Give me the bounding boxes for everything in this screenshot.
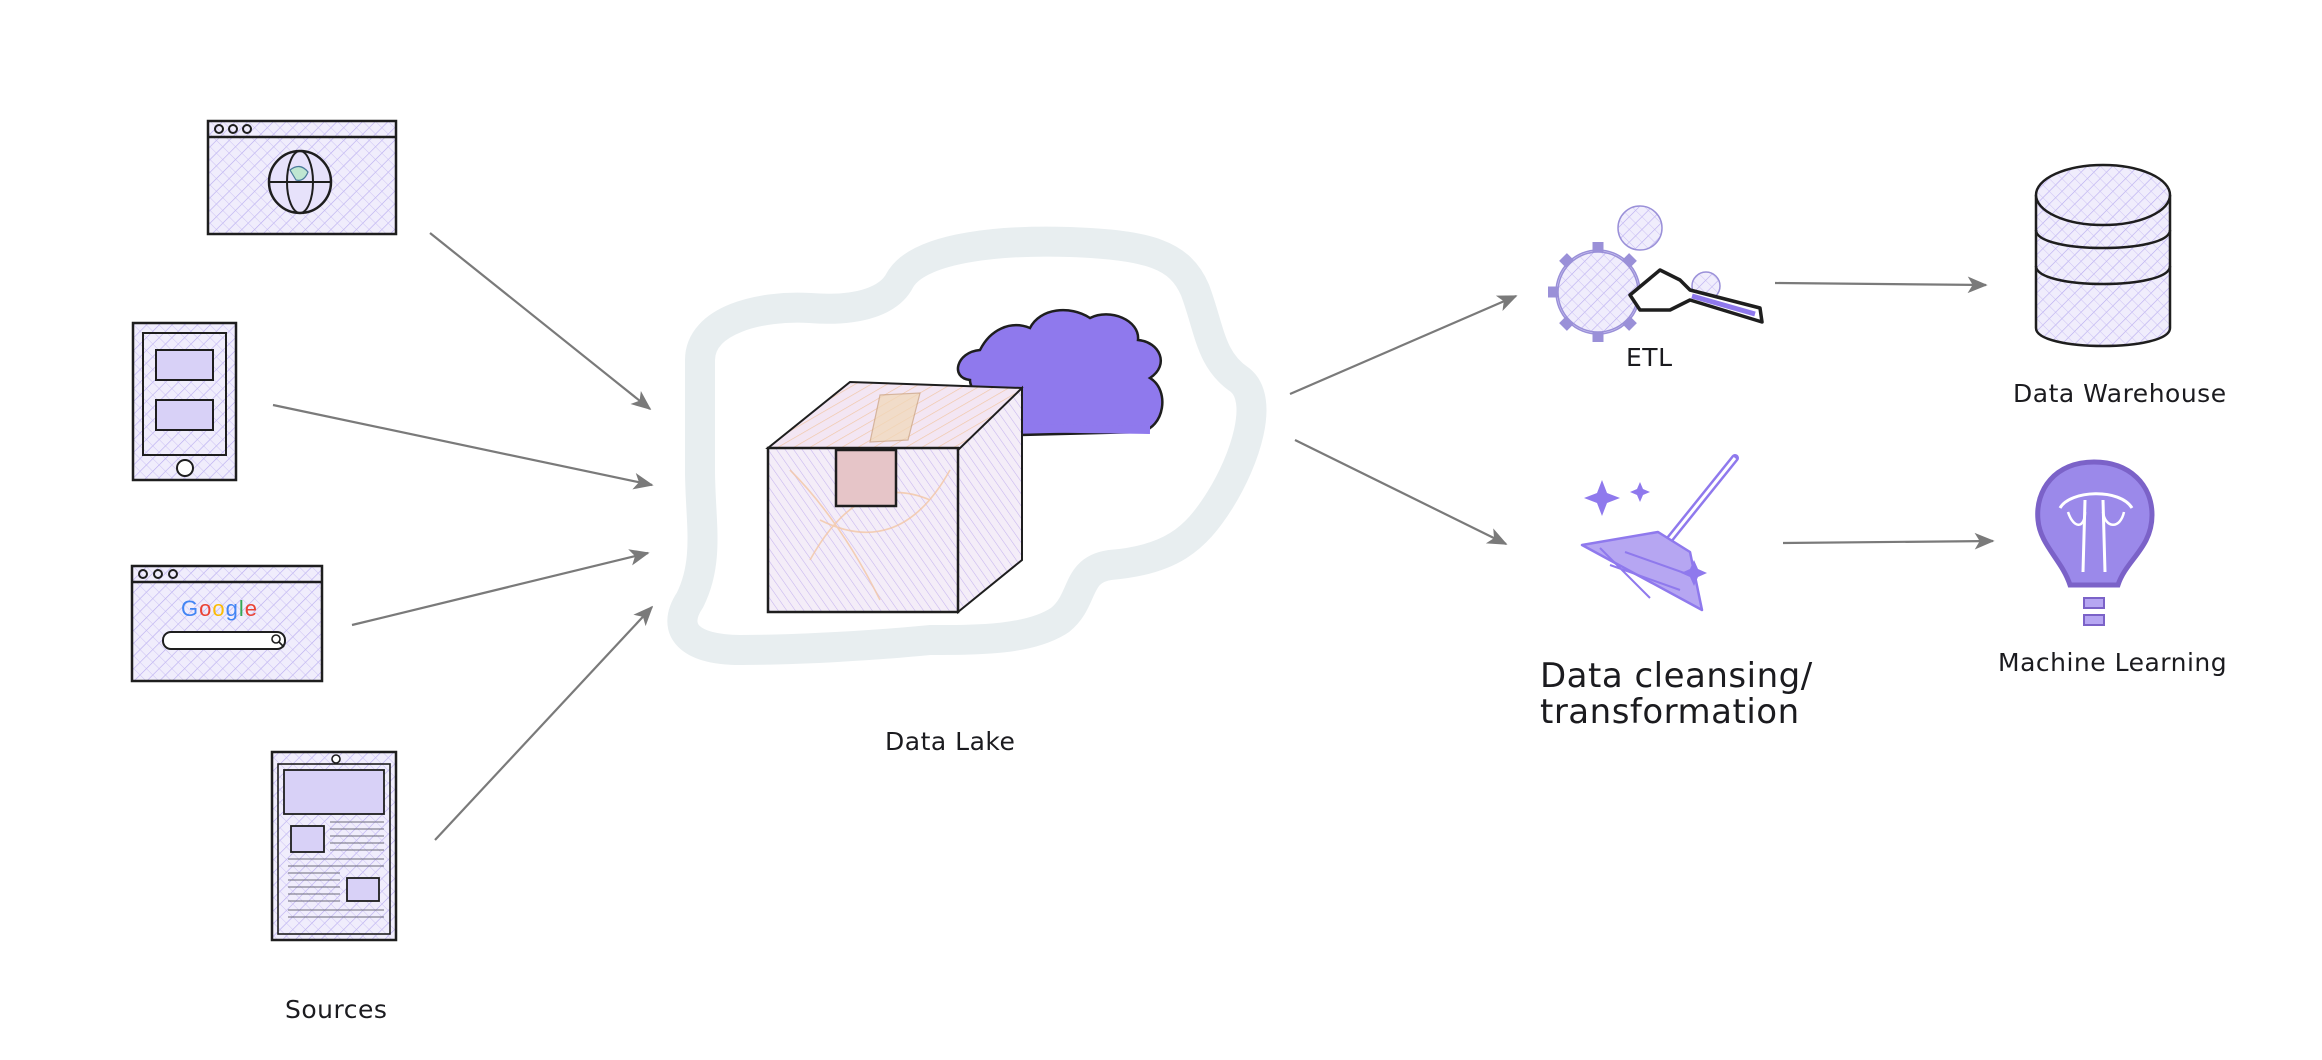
arrow-source-3 <box>351 549 650 627</box>
lake-arrows <box>1289 294 1518 545</box>
mobile-phone-icon <box>131 321 238 482</box>
label-data-warehouse: Data Warehouse <box>2013 379 2227 408</box>
arrow-source-2 <box>272 403 654 490</box>
google-logo-letter: e <box>244 596 259 621</box>
lightbulb-icon <box>2035 459 2155 626</box>
label-cleansing-line1: Data cleansing/ <box>1540 656 1813 696</box>
google-logo-letter: G <box>181 596 200 621</box>
arrow-source-1 <box>429 232 652 411</box>
gears-wrench-icon <box>1548 205 1764 342</box>
label-machine-learning: Machine Learning <box>1998 648 2228 677</box>
label-data-cleansing: Data cleansing/ transformation <box>1540 656 1813 732</box>
arrow-etl-to-warehouse <box>1774 276 1988 294</box>
arrow-lake-to-cleansing <box>1294 439 1508 545</box>
google-logo-letter: l <box>238 596 245 621</box>
database-cylinder-icon <box>2034 163 2172 348</box>
google-logo-letter: o <box>212 596 226 621</box>
source-arrows <box>272 232 654 841</box>
browser-globe-icon <box>206 119 398 236</box>
arrow-lake-to-etl <box>1289 294 1518 396</box>
box-cloud-icon <box>765 308 1164 615</box>
browser-search-icon <box>130 564 324 683</box>
label-cleansing-line2: transformation <box>1540 691 1800 732</box>
arrow-cleansing-to-ml <box>1782 532 1995 550</box>
label-data-lake: Data Lake <box>885 727 1016 756</box>
label-sources: Sources <box>285 995 388 1024</box>
label-etl: ETL <box>1626 343 1673 372</box>
google-logo-letter: g <box>225 596 239 621</box>
arrow-source-4 <box>434 605 654 841</box>
tablet-document-icon <box>270 750 398 942</box>
google-logo-letter: o <box>199 596 213 621</box>
google-logo: Google <box>181 596 258 622</box>
lake-outline <box>667 226 1267 665</box>
broom-sparkles-icon <box>1580 454 1739 612</box>
